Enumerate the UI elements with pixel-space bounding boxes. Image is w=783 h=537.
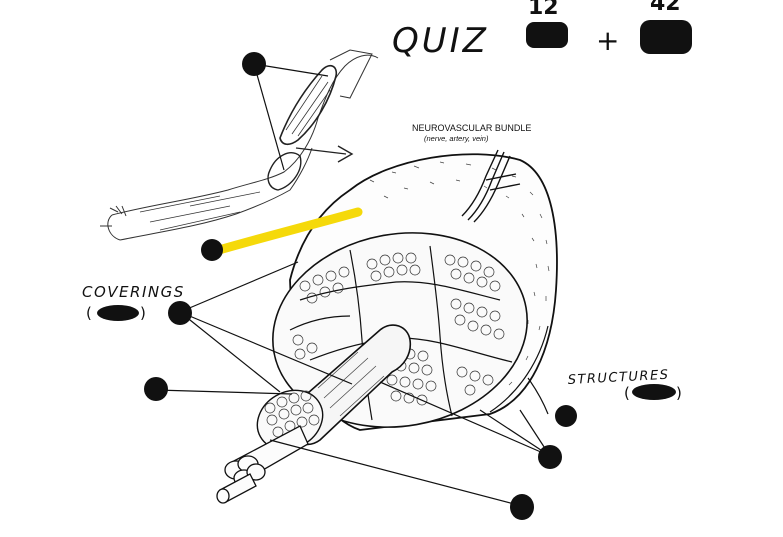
coverings-paren-open: ( xyxy=(86,304,92,322)
label-dot-2[interactable] xyxy=(201,239,223,261)
structures-redaction xyxy=(632,384,676,400)
structures-paren-open: ( xyxy=(624,384,630,402)
leader-elbow xyxy=(254,64,284,170)
quiz-header: QUIZ 12 + 42 xyxy=(392,0,692,61)
leader-structures-b xyxy=(480,410,550,456)
leader-fiber xyxy=(270,440,522,506)
leader-coverings-c xyxy=(180,312,280,392)
arm-outline-upper xyxy=(112,55,378,215)
label-dot-7[interactable] xyxy=(510,494,534,520)
arm-outline-lower xyxy=(120,148,312,240)
leader-coverings-a xyxy=(180,262,298,312)
label-dot-1[interactable] xyxy=(242,52,266,76)
label-dot-3[interactable] xyxy=(168,301,192,325)
structures-bracket-lower xyxy=(528,378,548,414)
quiz-title: QUIZ xyxy=(392,21,489,61)
neurovascular-bundle-label: NEUROVASCULAR BUNDLE xyxy=(412,123,531,133)
biceps-fibers xyxy=(286,76,330,136)
quiz-plus: + xyxy=(596,24,619,57)
muscle-cross-section xyxy=(217,150,557,503)
coverings-label: COVERINGS xyxy=(82,283,185,301)
neurovascular-bundle-sublabel: (nerve, artery, vein) xyxy=(424,134,489,143)
leader-fascicle xyxy=(156,390,292,394)
label-dot-4[interactable] xyxy=(144,377,168,401)
quiz-term1-redaction xyxy=(526,22,568,48)
quiz-term2-number: 42 xyxy=(650,0,681,16)
structures-label-group: STRUCTURES ( ) xyxy=(567,368,681,402)
quiz-term1-number: 12 xyxy=(528,0,559,20)
coverings-redaction xyxy=(97,305,139,321)
biceps-muscle xyxy=(280,66,336,145)
label-dot-6[interactable] xyxy=(538,445,562,469)
coverings-paren-close: ) xyxy=(140,304,146,322)
structures-paren-close: ) xyxy=(676,384,682,402)
quiz-term2-redaction xyxy=(640,20,692,54)
label-dot-5[interactable] xyxy=(555,405,577,427)
hand-outline xyxy=(100,206,126,240)
